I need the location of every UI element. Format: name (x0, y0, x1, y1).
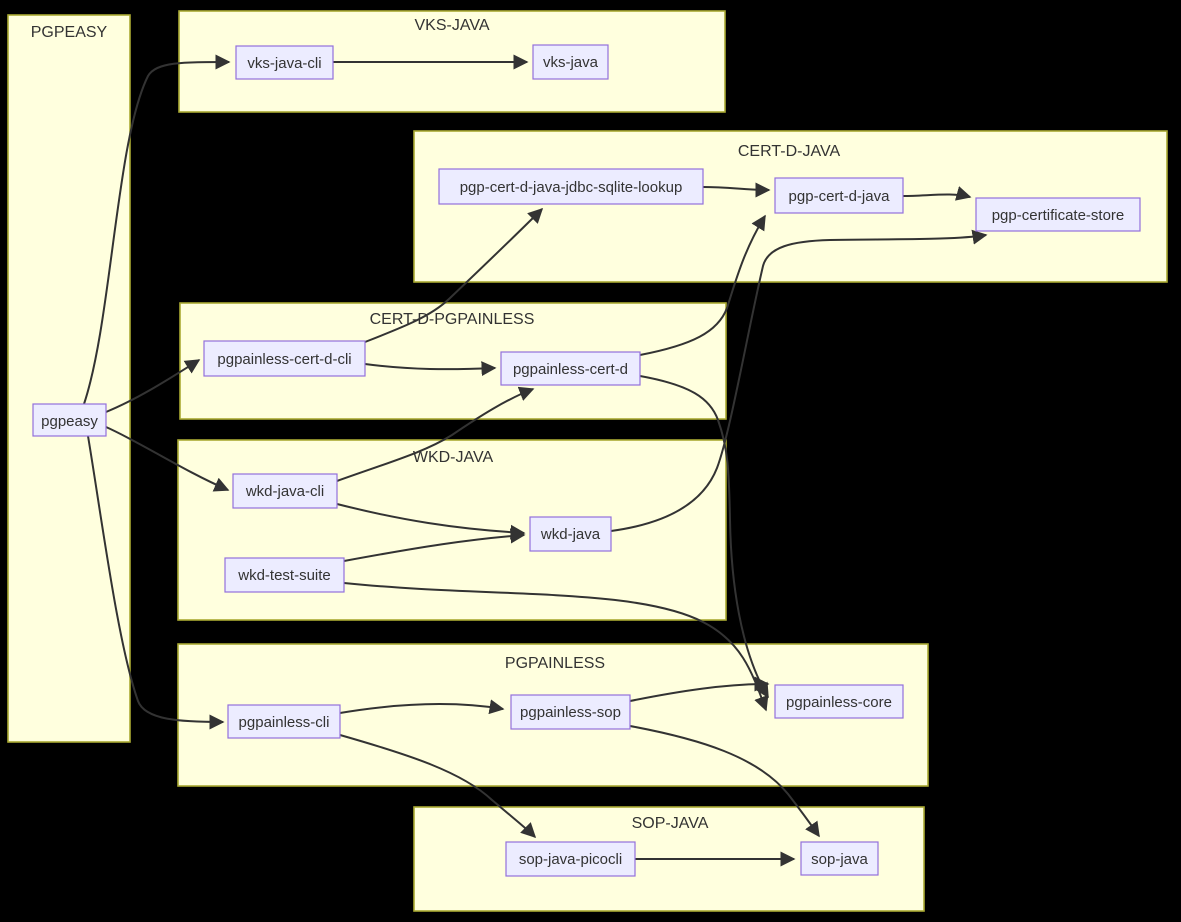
node-wkd-java-cli-box (232, 473, 338, 509)
edge-wkd-test-suite-to-pgpainless-core (343, 582, 769, 712)
node-wkd-java: wkd-java (529, 516, 612, 552)
node-pgp-cert-d-java-jdbc-sqlite-lookup-box (438, 168, 704, 205)
node-sop-java: sop-java (800, 841, 879, 876)
node-pgpainless-cert-d: pgpainless-cert-d (500, 351, 641, 386)
node-pgpainless-cert-d-cli-label: pgpainless-cert-d-cli (217, 351, 351, 368)
edge-pgp-cert-d-java-jdbc-sqlite-lookup-to-pgp-cert-d-java (702, 182, 771, 198)
node-pgp-cert-d-java: pgp-cert-d-java (774, 177, 904, 214)
node-wkd-test-suite-box (224, 557, 345, 593)
node-wkd-java-box (529, 516, 612, 552)
node-sop-java-picocli: sop-java-picocli (505, 841, 636, 877)
node-vks-java-cli: vks-java-cli (235, 45, 334, 80)
node-pgpainless-cert-d-cli: pgpainless-cert-d-cli (203, 340, 366, 377)
node-sop-java-label: sop-java (811, 851, 868, 868)
cluster-vks-java-title: VKS-JAVA (415, 17, 490, 34)
node-pgp-cert-d-java-box (774, 177, 904, 214)
cluster-cert-d-java-title: CERT-D-JAVA (738, 143, 841, 160)
node-pgpainless-cli: pgpainless-cli (227, 704, 341, 739)
cluster-pgpainless-title: PGPAINLESS (505, 655, 605, 672)
node-pgpainless-core-box (774, 684, 904, 719)
node-pgpainless-core: pgpainless-core (774, 684, 904, 719)
edge-pgpeasy-to-wkd-java-cli (105, 426, 230, 492)
cluster-pgpeasy-box (7, 14, 131, 743)
node-pgp-cert-d-java-jdbc-sqlite-lookup: pgp-cert-d-java-jdbc-sqlite-lookup (438, 168, 704, 205)
node-pgpeasy: pgpeasy (32, 403, 107, 437)
edge-wkd-test-suite-to-wkd-java (343, 528, 526, 562)
edge-wkd-java-cli-to-wkd-java (336, 503, 526, 540)
edge-pgpainless-cert-d-cli-to-pgp-cert-d-java-jdbc-sqlite-lookup (364, 207, 544, 343)
edge-pgpainless-sop-to-sop-java (629, 725, 820, 838)
edge-pgpainless-cert-d-cli-to-pgpainless-cert-d (364, 361, 497, 377)
cluster-pgpeasy: PGPEASY (7, 14, 131, 743)
node-sop-java-picocli-box (505, 841, 636, 877)
edge-pgpeasy-to-pgpainless-cli (87, 435, 225, 730)
node-pgp-certificate-store: pgp-certificate-store (975, 197, 1141, 232)
edge-pgpainless-cli-to-sop-java-picocli (339, 734, 537, 839)
edge-pgp-cert-d-java-to-pgp-certificate-store (902, 186, 972, 201)
node-wkd-java-label: wkd-java (540, 526, 601, 543)
edge-pgpeasy-to-pgpainless-cert-d-cli (105, 359, 201, 413)
edge-wkd-java-to-pgp-certificate-store (610, 229, 988, 532)
node-pgp-certificate-store-label: pgp-certificate-store (992, 207, 1125, 224)
node-wkd-test-suite: wkd-test-suite (224, 557, 345, 593)
node-pgpainless-cert-d-box (500, 351, 641, 386)
node-pgpainless-cert-d-label: pgpainless-cert-d (513, 361, 628, 378)
cluster-pgpeasy-title: PGPEASY (31, 24, 108, 41)
cluster-wkd-java: WKD-JAVA (177, 439, 727, 621)
node-pgpeasy-box (32, 403, 107, 437)
node-sop-java-picocli-label: sop-java-picocli (519, 851, 622, 868)
edge-wkd-java-cli-to-pgpainless-cert-d (336, 386, 535, 482)
node-pgpainless-cli-label: pgpainless-cli (239, 714, 330, 731)
node-pgp-cert-d-java-label: pgp-cert-d-java (789, 188, 891, 205)
node-wkd-java-cli-label: wkd-java-cli (245, 483, 324, 500)
node-wkd-java-cli: wkd-java-cli (232, 473, 338, 509)
node-pgp-cert-d-java-jdbc-sqlite-lookup-label: pgp-cert-d-java-jdbc-sqlite-lookup (460, 179, 683, 196)
node-wkd-test-suite-label: wkd-test-suite (237, 567, 331, 584)
cluster-wkd-java-title: WKD-JAVA (413, 449, 494, 466)
edge-pgpainless-cert-d-to-pgpainless-core (639, 375, 769, 699)
node-vks-java-cli-box (235, 45, 334, 80)
node-sop-java-box (800, 841, 879, 876)
node-pgpainless-core-label: pgpainless-core (786, 694, 892, 711)
cluster-cert-d-pgpainless-title: CERT-D-PGPAINLESS (370, 311, 535, 328)
edge-pgpainless-cli-to-pgpainless-sop (339, 699, 505, 715)
node-pgp-certificate-store-box (975, 197, 1141, 232)
node-pgpainless-sop: pgpainless-sop (510, 694, 631, 730)
edge-pgpeasy-to-vks-java-cli (83, 54, 231, 405)
node-vks-java-box (532, 44, 609, 80)
node-pgpainless-sop-label: pgpainless-sop (520, 704, 621, 721)
cluster-sop-java-title: SOP-JAVA (632, 815, 709, 832)
node-pgpainless-cli-box (227, 704, 341, 739)
node-vks-java-label: vks-java (543, 54, 599, 71)
node-vks-java: vks-java (532, 44, 609, 80)
cluster-wkd-java-box (177, 439, 727, 621)
node-pgpainless-sop-box (510, 694, 631, 730)
node-pgpainless-cert-d-cli-box (203, 340, 366, 377)
edge-pgpainless-cert-d-to-pgp-cert-d-java (639, 214, 766, 356)
node-vks-java-cli-label: vks-java-cli (247, 55, 321, 72)
node-pgpeasy-label: pgpeasy (41, 413, 98, 430)
edge-pgpainless-sop-to-pgpainless-core (629, 676, 770, 702)
